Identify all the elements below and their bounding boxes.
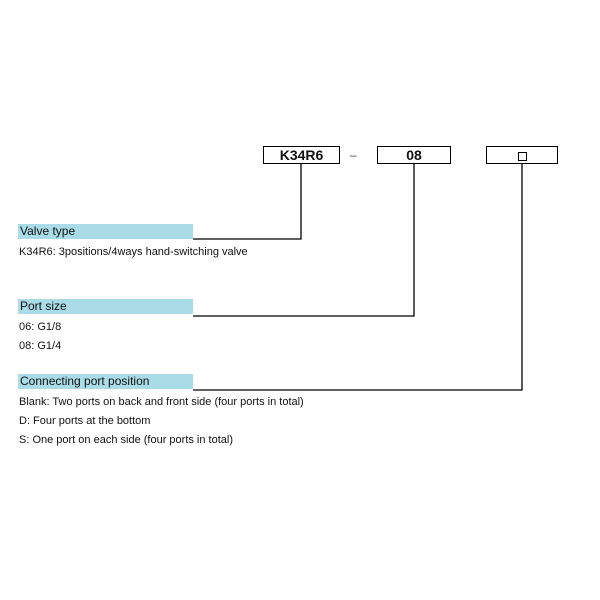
code-separator: –: [350, 148, 357, 162]
connector-valve-type: [193, 164, 302, 240]
valve-type-heading: Valve type: [18, 224, 193, 239]
connecting-port-option: D: Four ports at the bottom: [19, 415, 151, 427]
port-size-option: 06: G1/8: [19, 321, 62, 333]
port-size-option: 08: G1/4: [19, 340, 62, 352]
connector-port-size: [193, 164, 415, 317]
valve-type-description: K34R6: 3positions/4ways hand-switching v…: [19, 246, 248, 258]
connector-port-position: [193, 164, 523, 391]
connecting-port-heading: Connecting port position: [18, 374, 193, 389]
port-size-code-box: 08: [377, 146, 451, 164]
port-position-code-box: [486, 146, 558, 164]
connecting-port-option: S: One port on each side (four ports in …: [19, 434, 234, 446]
connecting-port-option: Blank: Two ports on back and front side …: [19, 396, 304, 408]
model-code-box: K34R6: [263, 146, 340, 164]
port-size-heading: Port size: [18, 299, 193, 314]
empty-square-icon: [517, 152, 527, 161]
